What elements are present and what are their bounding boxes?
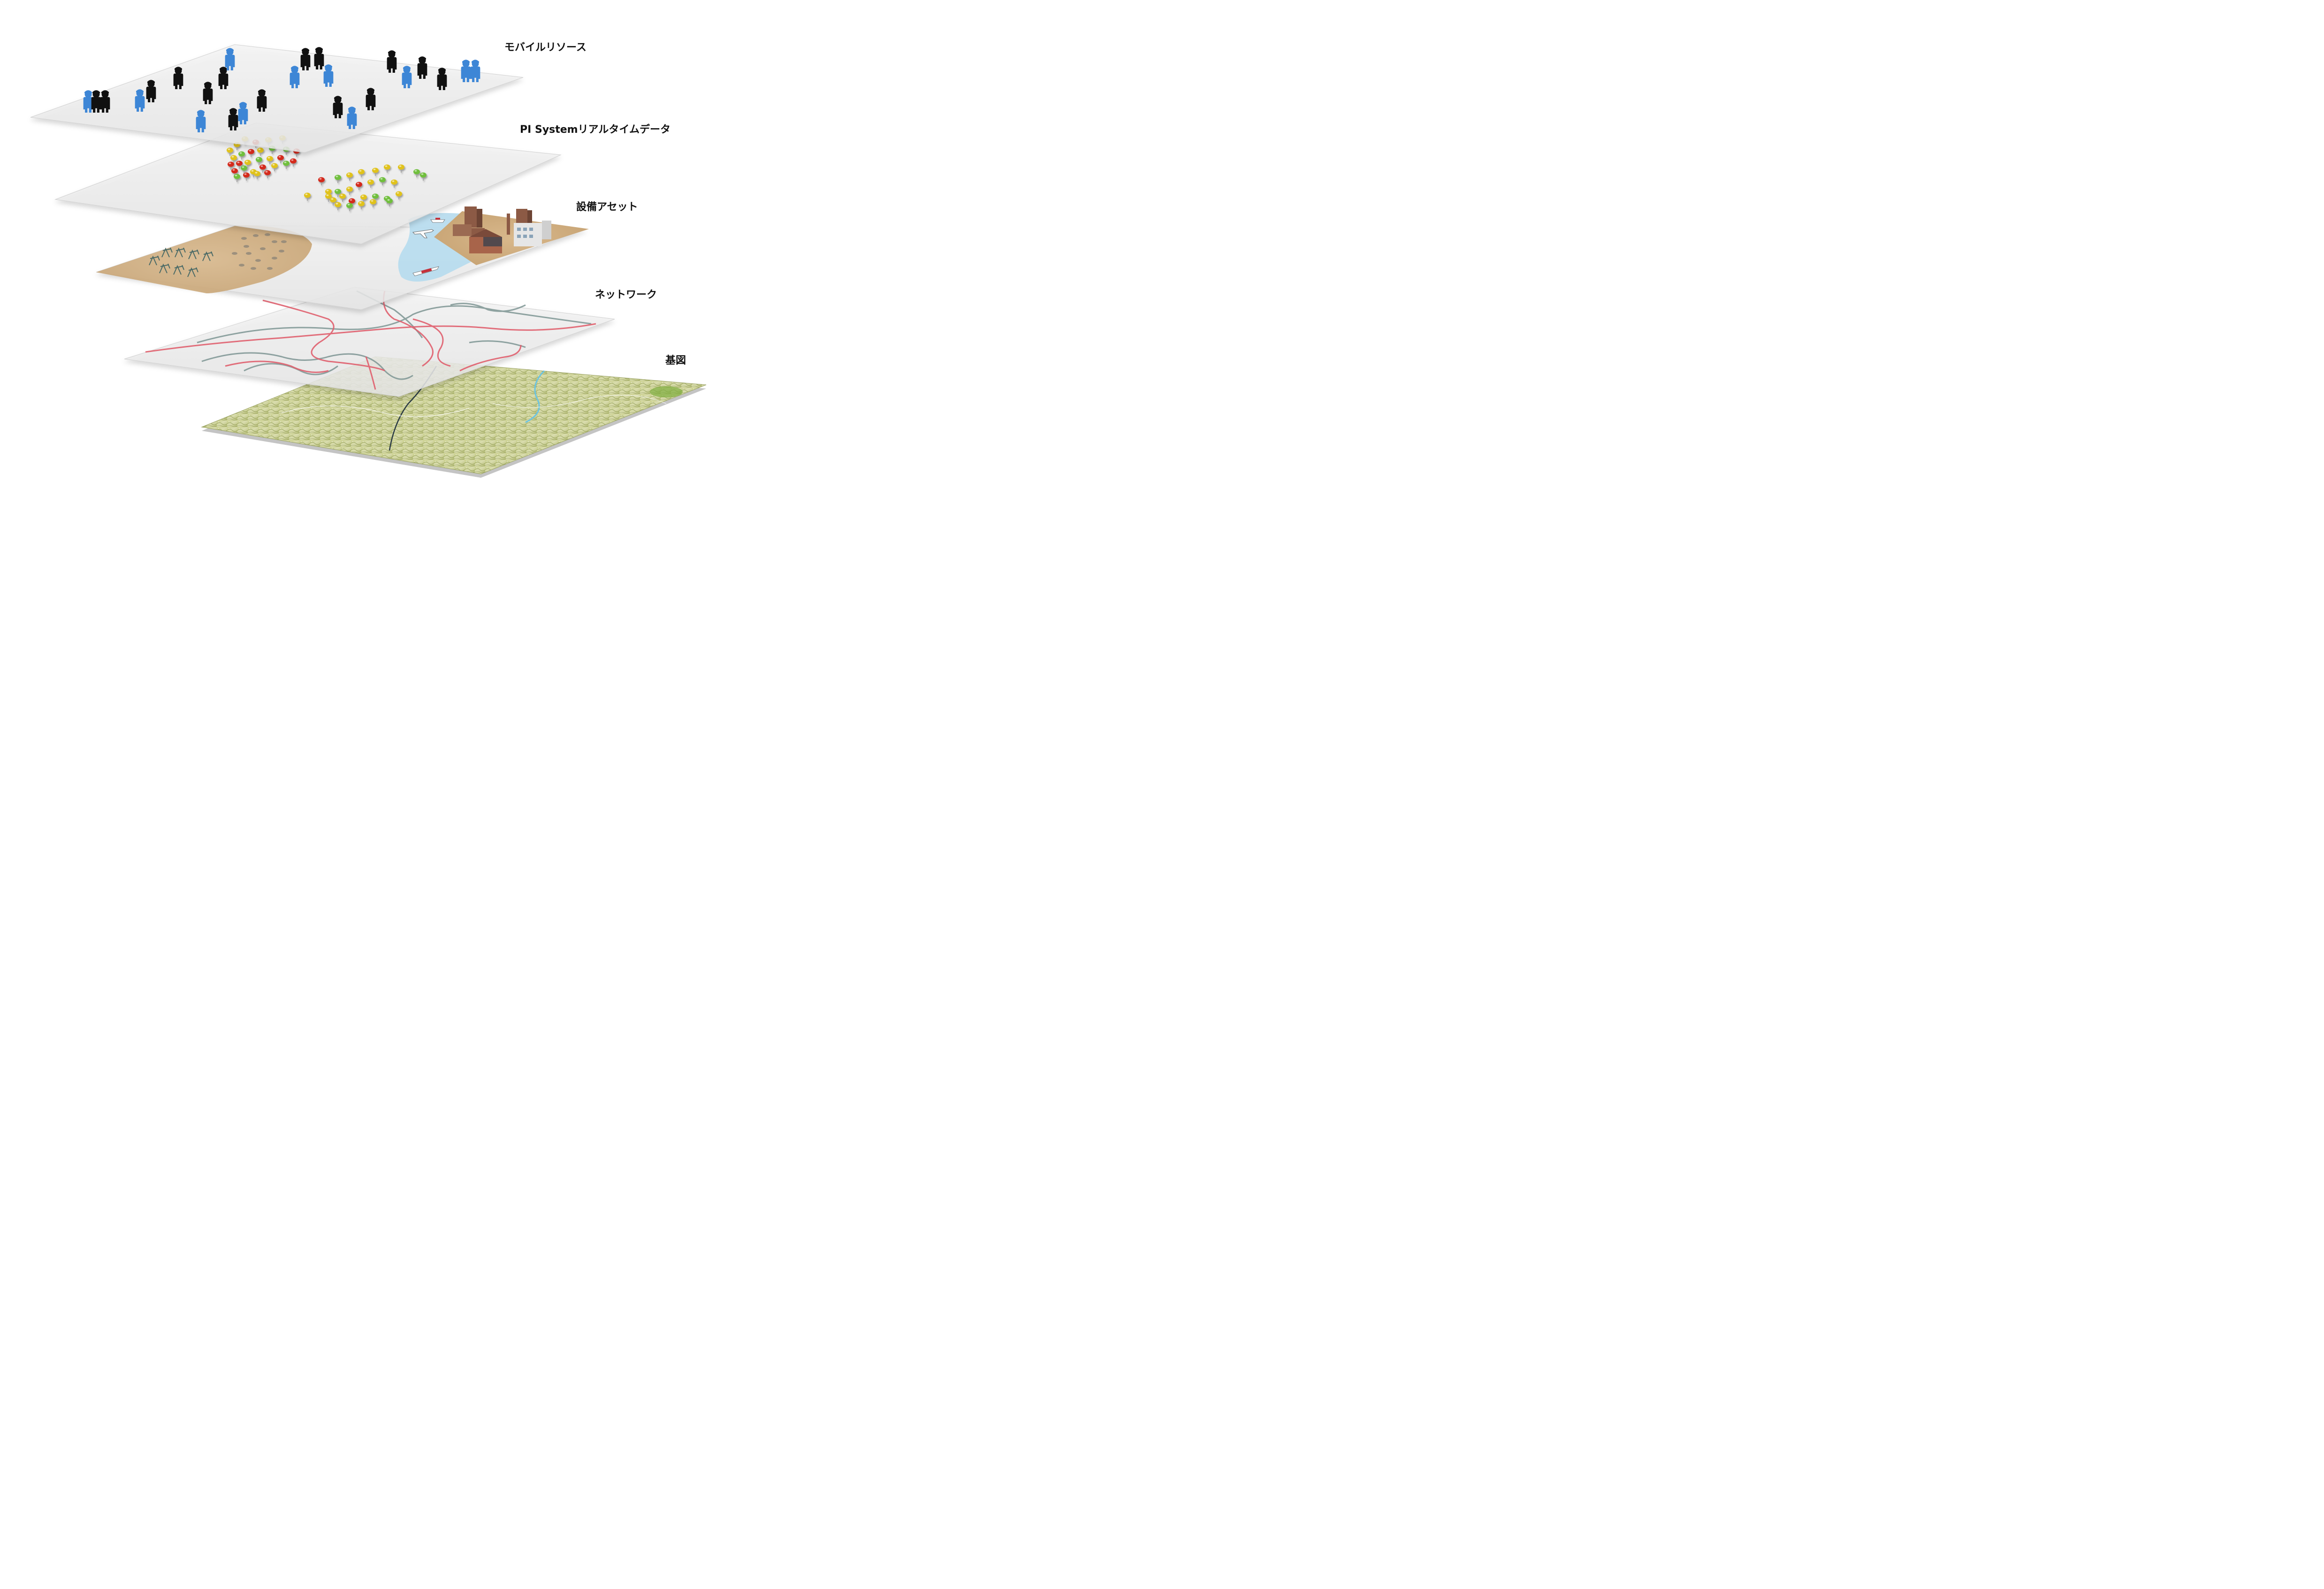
ship-icon-lower: [412, 266, 439, 276]
well-markers: [232, 233, 287, 270]
label-network: ネットワーク: [595, 289, 657, 301]
mobile-resources-layer: [30, 44, 524, 153]
airplane-icon: [412, 229, 434, 238]
ship-icon-upper: [430, 218, 445, 223]
label-base-map: 基図: [665, 355, 686, 367]
factory-buildings: [453, 206, 551, 253]
layer-labels: モバイルリソース PI Systemリアルタイムデータ 設備アセット ネットワー…: [504, 42, 686, 367]
layered-gis-diagram: モバイルリソース PI Systemリアルタイムデータ 設備アセット ネットワー…: [30, 42, 707, 478]
label-equipment-assets: 設備アセット: [576, 201, 638, 213]
label-pi-system: PI Systemリアルタイムデータ: [520, 123, 671, 136]
oilfield-sand: [96, 225, 312, 293]
asset-layer: [96, 206, 589, 310]
network-lines-red: [145, 290, 596, 390]
basemap-river: [525, 370, 545, 423]
pumpjack-group: [149, 247, 213, 277]
label-mobile-resources: モバイルリソース: [504, 42, 587, 53]
pi-system-layer: [54, 122, 562, 244]
